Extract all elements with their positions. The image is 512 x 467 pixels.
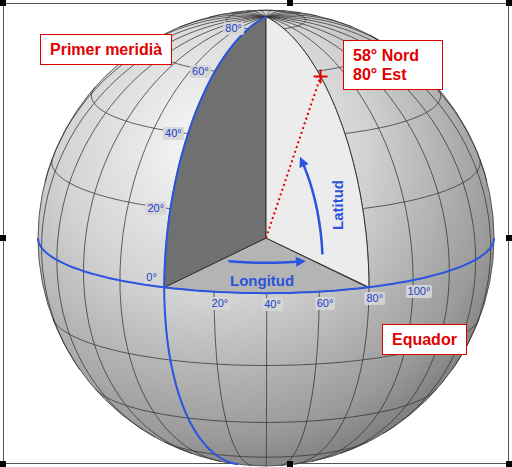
degree-label: 80° bbox=[364, 292, 385, 305]
parallel-line bbox=[164, 442, 367, 457]
arrow-head bbox=[296, 257, 306, 267]
parallel-line bbox=[95, 389, 437, 423]
handle bbox=[287, 461, 293, 467]
longitude-arc bbox=[228, 261, 302, 263]
degree-label: 100° bbox=[406, 285, 433, 298]
degree-label: 60° bbox=[190, 65, 211, 78]
handle bbox=[506, 235, 512, 241]
prime-meridian-line bbox=[164, 17, 266, 465]
globe-sphere bbox=[38, 10, 494, 466]
callout-text: Primer meridià bbox=[50, 40, 162, 59]
callout-text: 58° Nord 80° Est bbox=[353, 46, 433, 84]
meridian-line bbox=[266, 12, 300, 17]
axis-label: Longitud bbox=[229, 272, 295, 290]
degree-label: 0° bbox=[144, 271, 159, 284]
point-marker bbox=[314, 69, 328, 83]
meridian-line bbox=[266, 17, 449, 454]
callout-box: 58° Nord 80° Est bbox=[343, 40, 443, 90]
parallel-line bbox=[53, 319, 479, 365]
callout-box: Primer meridià bbox=[40, 34, 172, 65]
handle bbox=[506, 0, 512, 6]
handle bbox=[0, 235, 6, 241]
meridian-line bbox=[120, 17, 266, 462]
meridian-line bbox=[266, 17, 491, 370]
axis-label: Latitud bbox=[329, 179, 347, 231]
meridian-line bbox=[57, 17, 266, 438]
handle bbox=[0, 461, 6, 467]
meridian-line bbox=[164, 17, 266, 465]
degree-label: 80° bbox=[223, 22, 244, 35]
handle bbox=[0, 0, 6, 6]
degree-label: 20° bbox=[145, 202, 166, 215]
arrow-head bbox=[300, 157, 309, 168]
grid-lines bbox=[42, 10, 491, 466]
degree-label: 40° bbox=[163, 127, 184, 140]
meridian-line bbox=[84, 17, 267, 454]
degree-label: 40° bbox=[262, 298, 283, 311]
handle bbox=[287, 0, 293, 6]
marks bbox=[228, 69, 327, 266]
meridian-line bbox=[266, 17, 476, 434]
degree-label: 60° bbox=[315, 297, 336, 310]
latitude-arc bbox=[302, 161, 323, 255]
callout-box: Equador bbox=[382, 324, 467, 355]
degree-label: 20° bbox=[210, 297, 231, 310]
handle bbox=[506, 461, 512, 467]
radius-line bbox=[266, 77, 321, 239]
meridian-line bbox=[42, 17, 266, 370]
cut-planes bbox=[164, 17, 369, 293]
blue-lines bbox=[38, 17, 494, 465]
prime-meridian-plane bbox=[164, 17, 266, 288]
callout-text: Equador bbox=[392, 330, 457, 349]
